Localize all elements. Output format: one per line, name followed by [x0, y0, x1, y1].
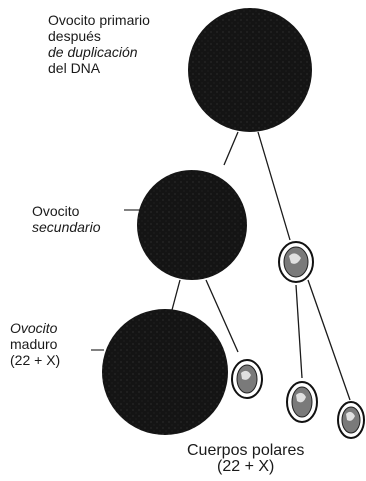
primary-oocyte-cell	[188, 8, 312, 132]
polar-body-3	[286, 381, 318, 423]
polar-label-line2: (22 + X)	[217, 458, 275, 475]
line-polar1-to-polar3	[295, 284, 303, 379]
polar-body-2	[231, 359, 263, 399]
primary-label-line2: después	[48, 28, 101, 44]
primary-label-line4: del DNA	[48, 60, 101, 76]
primary-label-line3: de duplicación	[48, 44, 138, 60]
polar-body-1	[278, 241, 314, 283]
line-secondary-to-polar2	[205, 279, 239, 353]
polar-bodies-label: Cuerpos polares (22 + X)	[187, 443, 304, 475]
polar-body-4	[337, 401, 365, 439]
line-primary-to-secondary	[223, 131, 239, 166]
mature-oocyte-label: Ovocito maduro (22 + X)	[10, 320, 60, 368]
line-secondary-to-mature	[171, 279, 181, 311]
primary-label-line1: Ovocito primario	[48, 12, 150, 28]
secondary-oocyte-cell	[137, 170, 247, 280]
secondary-oocyte-label: Ovocito secundario	[32, 203, 101, 235]
line-polar1-to-polar4	[307, 279, 351, 401]
polar-label-line1: Cuerpos polares	[187, 442, 305, 459]
mature-label-line1: Ovocito	[10, 320, 58, 336]
mature-label-line2: maduro	[10, 336, 58, 352]
secondary-label-line2: secundario	[32, 219, 101, 235]
primary-oocyte-label: Ovocito primario después de duplicación …	[48, 12, 150, 76]
mature-oocyte-cell	[102, 309, 228, 435]
secondary-label-line1: Ovocito	[32, 203, 80, 219]
line-primary-to-polar1	[257, 131, 291, 241]
mature-label-line3: (22 + X)	[10, 352, 61, 368]
